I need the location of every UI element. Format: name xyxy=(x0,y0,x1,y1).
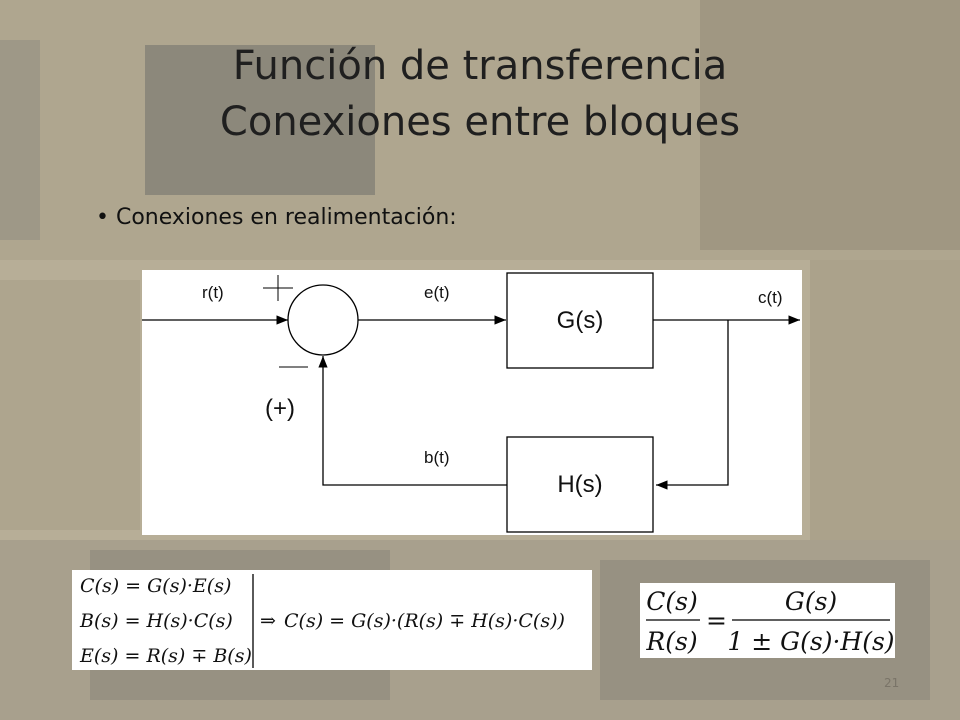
tf-denominator-left: R(s) xyxy=(645,627,697,656)
tf-equals: = xyxy=(706,606,727,635)
tf-numerator-right: G(s) xyxy=(785,587,837,616)
output-label: c(t) xyxy=(758,288,783,307)
transfer-function: C(s) R(s) = G(s) 1 ± G(s)·H(s) xyxy=(640,583,895,658)
page-number: 21 xyxy=(884,676,900,690)
tf-numerator-left: C(s) xyxy=(646,587,697,616)
bullet-text: • Conexiones en realimentación: xyxy=(96,205,457,230)
equation-3: E(s) = R(s) ∓ B(s) xyxy=(79,645,252,667)
implies-symbol: ⇒ xyxy=(260,610,276,632)
feedback-pickoff-line xyxy=(656,320,729,490)
summing-junction xyxy=(287,284,359,356)
equation-2: B(s) = H(s)·C(s) xyxy=(79,610,233,632)
feedback-block xyxy=(506,436,654,533)
tf-denominator-right: 1 ± G(s)·H(s) xyxy=(727,627,894,656)
slide-title-line-1: Función de transferencia xyxy=(232,43,728,89)
equation-1: C(s) = G(s)·E(s) xyxy=(80,575,231,597)
forward-block xyxy=(506,272,654,369)
feedback-block-diagram: (+) G(s) H(s) r(t) e(t) c(t) b(t) xyxy=(142,270,802,535)
result-equation: C(s) = G(s)·(R(s) ∓ H(s)·C(s)) xyxy=(284,610,565,632)
input-label: r(t) xyxy=(202,283,224,302)
feedback-return-arrow xyxy=(318,356,507,486)
forward-block-label: G(s) xyxy=(557,307,604,334)
error-label: e(t) xyxy=(424,283,450,302)
equation-system: C(s) = G(s)·E(s) B(s) = H(s)·C(s) E(s) =… xyxy=(72,570,592,670)
alt-sign: (+) xyxy=(265,395,295,422)
slide-title-line-2: Conexiones entre bloques xyxy=(219,99,741,145)
feedback-block-label: H(s) xyxy=(557,471,602,498)
feedback-label: b(t) xyxy=(424,448,450,467)
